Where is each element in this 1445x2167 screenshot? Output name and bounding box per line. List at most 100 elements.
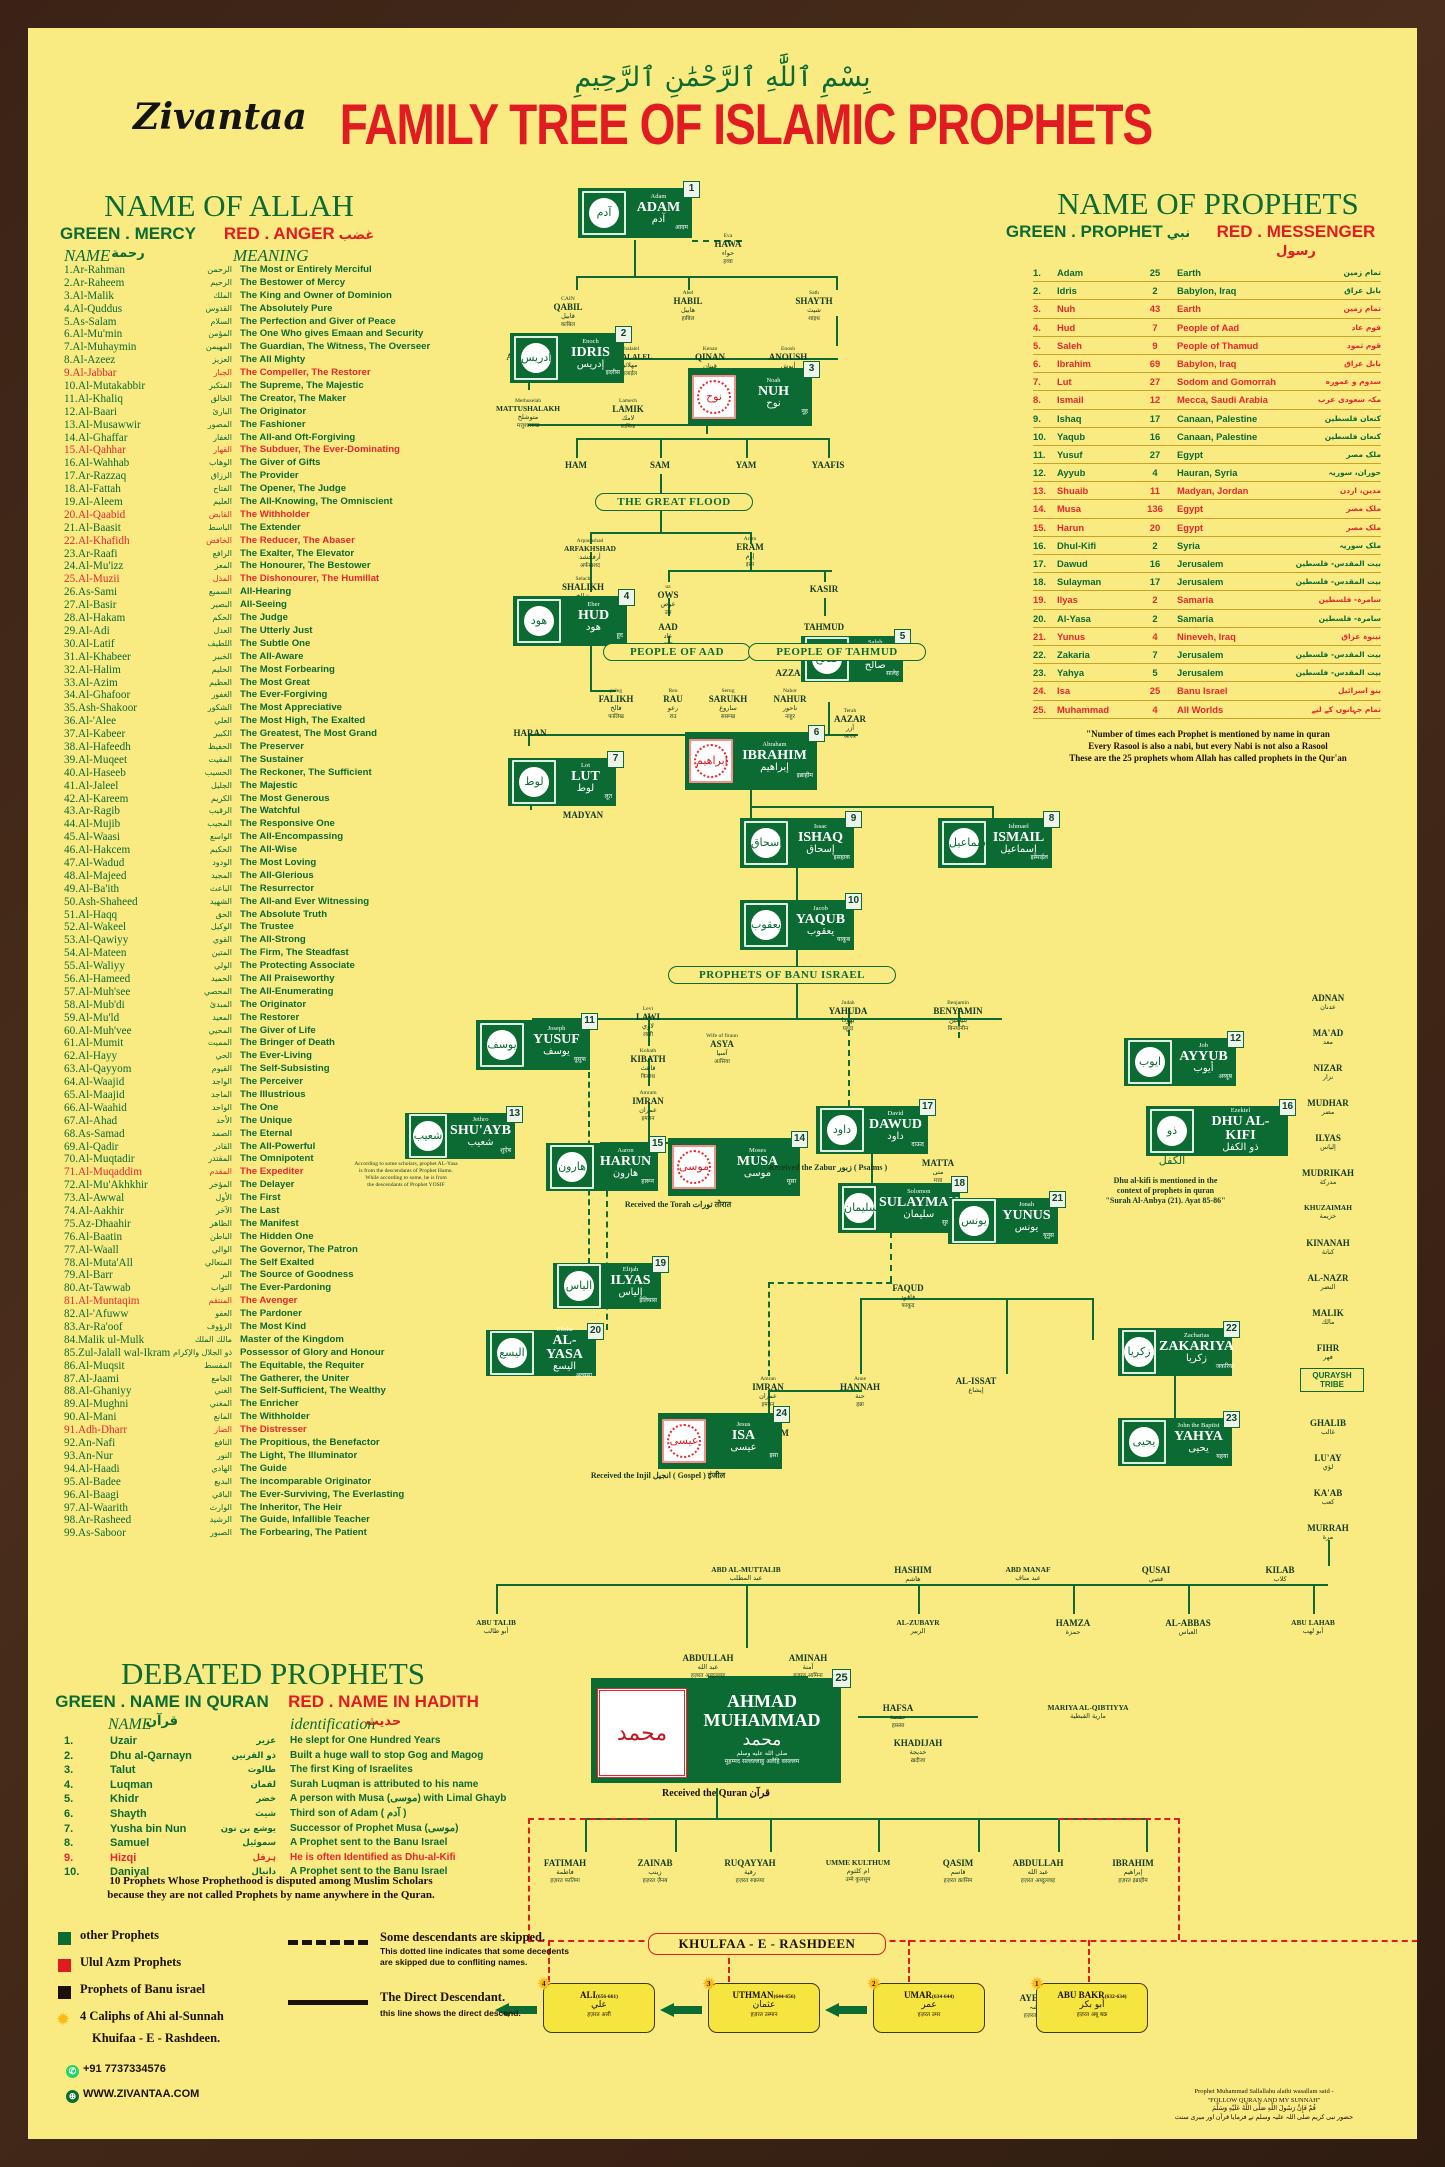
allah-name-meaning: The Most or Entirely Merciful xyxy=(240,264,372,275)
debated-col-name: NAME xyxy=(108,1716,152,1733)
prophet-box-hindi: नूह xyxy=(801,408,808,416)
node-alt-name: Benjamin xyxy=(947,1000,969,1006)
allah-name: 52.Al-Wakeel xyxy=(64,921,127,934)
caliph-years: (644-656) xyxy=(773,1994,796,2000)
prophet-box-muhammad[interactable]: محمد AHMAD MUHAMMAD محمد صلى الله عليه و… xyxy=(591,1669,851,1783)
dashed-line xyxy=(768,1282,892,1284)
node-hindi: लामिक xyxy=(620,424,636,430)
prophet-index: 5. xyxy=(1033,339,1041,351)
node-hindi: हज़रत फातिमा xyxy=(550,1878,580,1884)
allah-name-arabic: الرحيم xyxy=(210,277,232,287)
allah-name-meaning: The Guide xyxy=(240,1462,287,1474)
line xyxy=(848,1008,850,1020)
node-arabic: رعو xyxy=(667,704,679,712)
contact-phone[interactable]: ✆+91 7737334576 xyxy=(66,2063,166,2078)
prophet-location: People of Thamud xyxy=(1177,339,1259,351)
prophet-location: Mecca, Saudi Arabia xyxy=(1177,394,1268,406)
allah-name: 35.Ash-Shakoor xyxy=(64,702,138,715)
allah-name-meaning: The Giver of Gifts xyxy=(240,457,321,469)
allah-name-arabic: الباطن xyxy=(210,1231,232,1241)
prophet-box-arabic: يونس xyxy=(1014,1222,1039,1234)
allah-name-arabic: البديع xyxy=(214,1476,232,1486)
allah-name-arabic: الخالق xyxy=(210,393,232,403)
prophet-mention-count: 7 xyxy=(1152,321,1158,333)
allah-name-arabic: القابض xyxy=(208,509,232,519)
prophet-box-sulayman[interactable]: سليمانSolomonSULAYMANسليمانसुलेमान18 xyxy=(838,1176,968,1233)
prophet-box-hindi: आदम xyxy=(675,224,688,232)
prophet-mention-count: 2 xyxy=(1152,539,1158,551)
allah-name-meaning: The incomparable Originator xyxy=(240,1475,372,1487)
prophet-mention-count: 9 xyxy=(1152,339,1158,351)
allah-name-arabic: الرحمن xyxy=(207,265,232,274)
node-hindi: ख़दीजा xyxy=(910,1758,926,1764)
node-arabic: لامك xyxy=(621,414,635,422)
prophet-index: 21. xyxy=(1033,630,1047,642)
allah-name-meaning: The Self-Sufficient, The Wealthy xyxy=(240,1385,386,1397)
prophet-location: Earth xyxy=(1177,267,1201,278)
prophet-location: Banu Israel xyxy=(1177,685,1228,697)
allah-name: 82.Al-'Afuww xyxy=(64,1308,129,1321)
prophet-number: 13 xyxy=(506,1106,523,1123)
line-zakariya xyxy=(1092,1298,1094,1340)
allah-name-arabic: اللطيف xyxy=(207,638,232,648)
debated-name: Daniyal xyxy=(110,1866,150,1879)
allah-name-meaning: The Omnipotent xyxy=(240,1153,314,1165)
allah-name: 38.Al-Hafeedh xyxy=(64,740,131,753)
allah-name-meaning: The Bringer of Death xyxy=(240,1037,335,1049)
prophet-number: 2 xyxy=(615,326,632,343)
allah-name: 81.Al-Muntaqim xyxy=(64,1295,140,1308)
allah-name: 62.Al-Hayy xyxy=(64,1050,118,1063)
allah-name: 19.Al-Aleem xyxy=(64,496,123,509)
allah-name-arabic: المنتقم xyxy=(208,1296,232,1306)
allah-name-arabic: النافع xyxy=(214,1438,232,1448)
allah-name-meaning: The Withholder xyxy=(240,1411,310,1423)
prophet-box-arabic: يوسف xyxy=(543,1046,570,1058)
node-arabic: عمران xyxy=(639,1106,657,1114)
line xyxy=(1006,1298,1094,1300)
contact-website[interactable]: ⊕WWW.ZIVANTAA.COM xyxy=(66,2088,199,2103)
debated-identification: Surah Luqman is attributed to his name xyxy=(290,1778,479,1790)
debated-name-arabic: خضر xyxy=(256,1794,276,1805)
allah-name-arabic: المحيي xyxy=(208,1025,232,1035)
prophet-index: 13. xyxy=(1033,485,1047,497)
allah-name: 41.Al-Jaleel xyxy=(64,779,119,792)
allah-name: 69.Al-Qadir xyxy=(64,1140,119,1153)
